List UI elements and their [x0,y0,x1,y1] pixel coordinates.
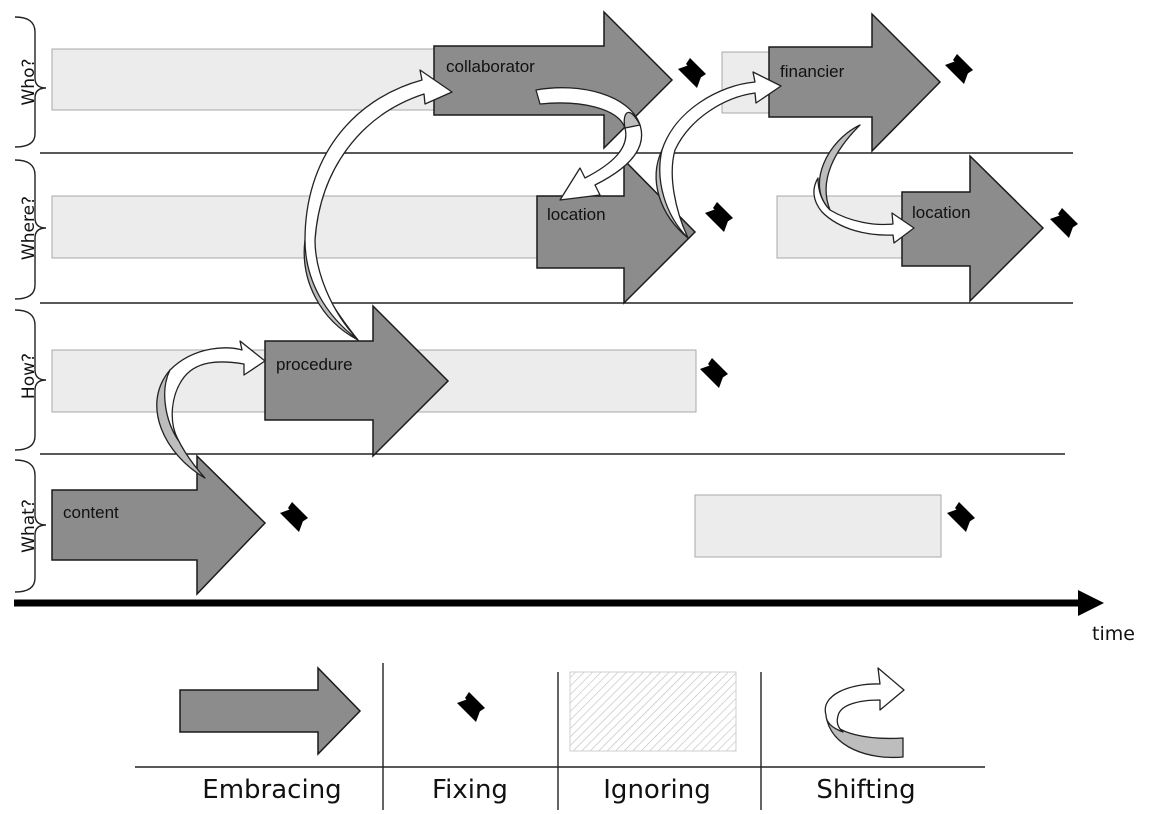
time-axis-arrowhead [1078,590,1104,616]
arrow-label-procedure: procedure [276,355,353,374]
arrow-label-financier: financier [780,62,845,81]
embrace-arrow-icon [179,666,362,756]
pushpin-icon [940,54,973,94]
embrace-arrow-location-1 [536,158,697,305]
pushpin-icon [942,502,975,542]
legend-label-fixing: Fixing [432,775,508,805]
row-brace-how [14,309,47,451]
legend-label-embracing: Embracing [202,775,341,805]
legend: Embracing Fixing Ignoring Shifting [135,663,985,810]
pushpin-icon [452,692,485,732]
row-label-who: Who? [19,58,39,105]
shift-arrow-icon [824,667,905,759]
row-label-where: Where? [19,196,39,260]
arrow-label-location-2: location [912,203,971,222]
pushpin-icon [700,202,733,242]
ignore-bar-what [694,494,942,558]
pushpin-icon [1045,208,1078,248]
embrace-arrow-content [51,454,267,596]
ignore-bar-where-1 [51,195,541,259]
arrow-label-collaborator: collaborator [446,57,535,76]
legend-label-shifting: Shifting [816,775,915,805]
embrace-arrow-financier [768,12,942,153]
arrow-label-content: content [63,503,119,522]
row-label-what: What? [19,499,39,553]
row-brace-who [14,16,47,148]
row-label-how: How? [19,353,39,399]
embrace-arrow-procedure [264,304,450,458]
pushpin-icon [695,358,728,398]
arrow-label-location-1: location [547,205,606,224]
shift-arrow-location-to-financier [655,71,782,239]
shift-arrow-content-to-procedure [156,340,266,479]
legend-label-ignoring: Ignoring [603,775,710,805]
shift-arrow-financier-to-location [813,124,915,244]
time-axis-label: time [1092,623,1135,645]
shift-arrow-procedure-to-collaborator [303,69,453,341]
row-brace-where [14,159,47,300]
pushpin-icon [275,502,308,542]
row-brace-what [14,459,47,593]
embrace-arrow-location-2 [901,154,1045,303]
ignore-hatch-icon [569,671,737,752]
shift-arrow-collaborator-to-location [535,87,643,201]
pushpin-icon [673,58,706,98]
